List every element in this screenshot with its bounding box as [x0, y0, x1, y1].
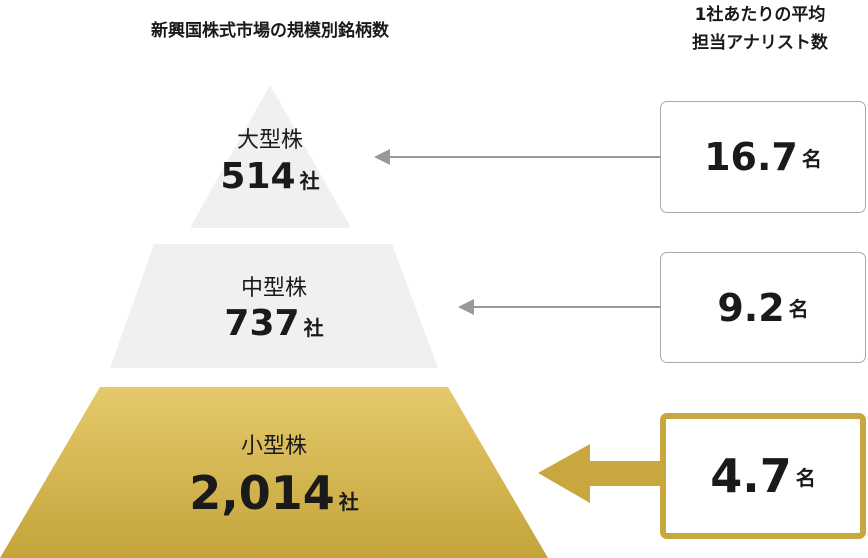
right-title-line1: 1社あたりの平均	[694, 5, 826, 25]
tier-large-shape	[190, 85, 351, 228]
left-title: 新興国株式市場の規模別銘柄数	[151, 21, 389, 41]
tier-small-shape	[0, 387, 548, 558]
arrow-mid	[458, 299, 660, 315]
tier-mid-label: 中型株	[240, 276, 307, 301]
right-title-line2: 担当アナリスト数	[692, 33, 828, 53]
arrow-small	[538, 444, 660, 503]
tier-small-label: 小型株	[240, 434, 307, 459]
tier-mid-shape	[110, 244, 438, 368]
arrow-large	[374, 149, 660, 165]
tier-large-label: 大型株	[236, 128, 303, 153]
